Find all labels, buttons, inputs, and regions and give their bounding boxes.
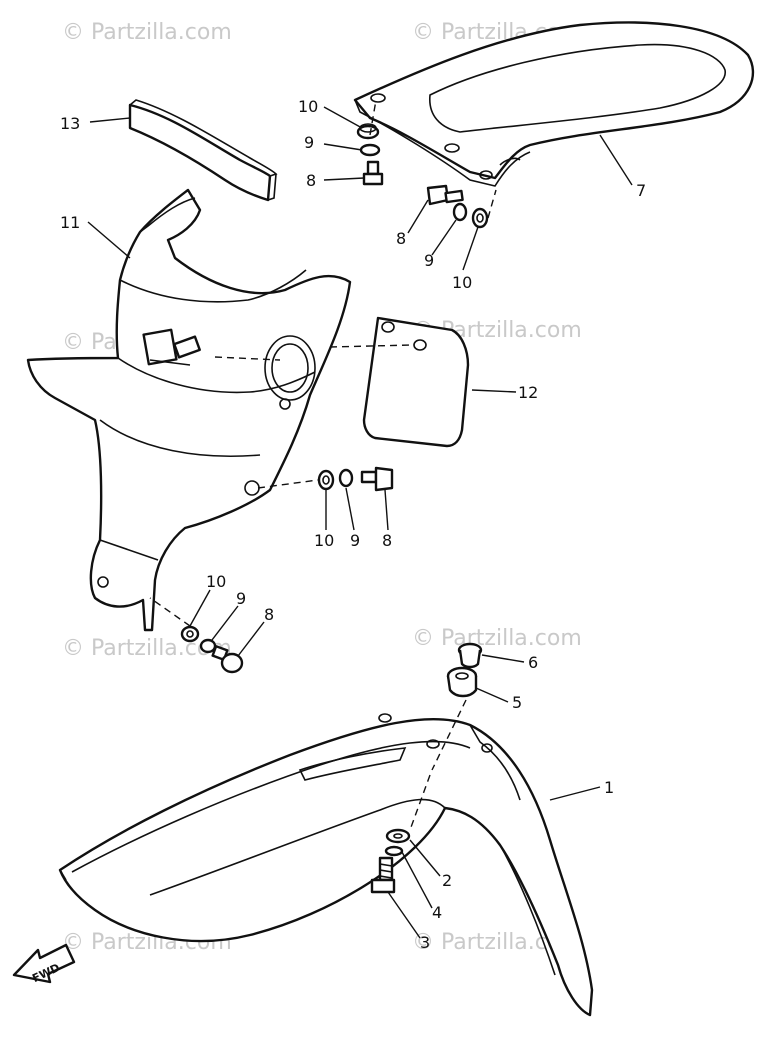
washer-2: [385, 828, 411, 844]
callout-10b: 10: [452, 273, 472, 292]
plate-part: [362, 316, 470, 448]
callout-8b: 8: [396, 229, 406, 248]
callout-12: 12: [518, 383, 538, 402]
washer-9c: [338, 468, 354, 488]
callout-1: 1: [604, 778, 614, 797]
callout-13: 13: [60, 114, 80, 133]
grommet-5: [446, 666, 478, 698]
callout-10a: 10: [298, 97, 318, 116]
rear-fender-part: [353, 21, 755, 187]
bolt-3: [370, 856, 396, 894]
callout-9c: 9: [350, 531, 360, 550]
washer-9b: [452, 202, 468, 222]
callout-4: 4: [432, 903, 442, 922]
callout-6: 6: [528, 653, 538, 672]
forward-arrow-icon: FWD: [12, 943, 76, 985]
bolt-8d: [211, 645, 244, 674]
callout-8c: 8: [382, 531, 392, 550]
bolt-8b: [426, 184, 464, 206]
nut-10d: [180, 625, 200, 643]
callout-9d: 9: [236, 589, 246, 608]
nut-10a: [356, 123, 380, 140]
pad-strip-part: [128, 99, 278, 202]
side-cover-part: [26, 188, 352, 632]
callout-11: 11: [60, 213, 80, 232]
bolt-8c: [360, 466, 394, 492]
bolt-8a: [362, 160, 384, 186]
collar-6: [457, 642, 483, 669]
washer-9d: [199, 638, 217, 654]
callout-10c: 10: [314, 531, 334, 550]
callout-3: 3: [420, 933, 430, 952]
callout-9b: 9: [424, 251, 434, 270]
watermark: © Partzilla.com: [62, 20, 232, 45]
washer-9a: [359, 143, 381, 157]
callout-2: 2: [442, 871, 452, 890]
callout-8a: 8: [306, 171, 316, 190]
callout-10d: 10: [206, 572, 226, 591]
front-fender-part: [58, 713, 594, 1017]
callout-7: 7: [636, 181, 646, 200]
nut-10b: [471, 207, 489, 229]
callout-8d: 8: [264, 605, 274, 624]
callout-5: 5: [512, 693, 522, 712]
callout-9a: 9: [304, 133, 314, 152]
nut-10c: [317, 469, 335, 491]
watermark: © Partzilla.com: [412, 626, 582, 651]
lockwasher-4: [384, 845, 404, 857]
